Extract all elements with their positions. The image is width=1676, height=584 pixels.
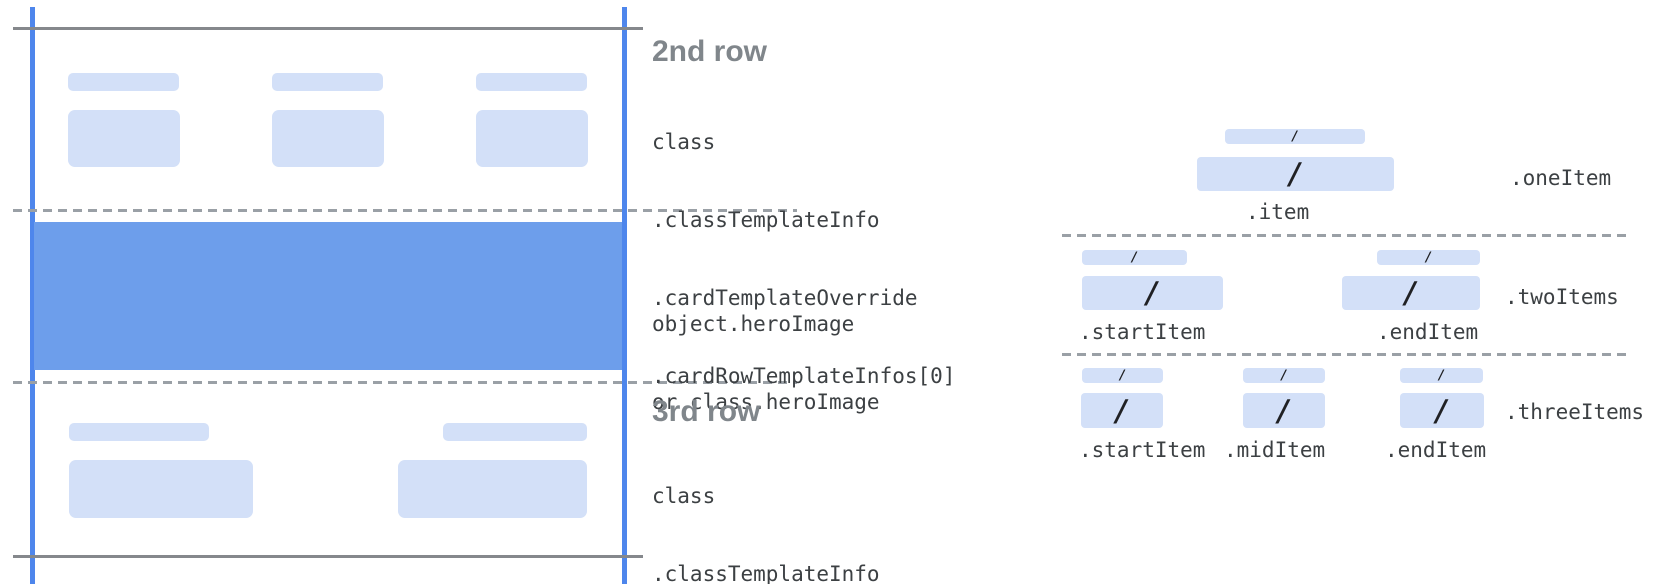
row3-item2-value-placeholder: [398, 460, 587, 518]
two-items-start-label-rect: /: [1082, 250, 1187, 265]
hero-row3-dashed-divider: [13, 381, 797, 384]
two-items-end-label-rect: /: [1377, 250, 1480, 265]
row2-code-line: .cardRowTemplateInfos[0]: [652, 364, 956, 388]
row2-item2-label-placeholder: [272, 73, 383, 91]
card-bottom-border: [13, 555, 643, 558]
row2-code-line: class: [652, 130, 716, 154]
slash-glyph: /: [1118, 368, 1127, 383]
two-three-dashed-divider: [1062, 353, 1628, 356]
slash-glyph: /: [1286, 157, 1305, 191]
three-items-mid-label-rect: /: [1243, 368, 1325, 383]
row2-item1-label-placeholder: [68, 73, 179, 91]
right-guide-line: [622, 7, 627, 584]
slash-glyph: /: [1143, 276, 1162, 310]
row2-item3-label-placeholder: [476, 73, 587, 91]
hero-code-line: or class.heroImage: [652, 390, 880, 414]
hero-image-block: [34, 222, 622, 370]
row3-heading: 3rd row: [652, 395, 761, 428]
row2-heading: 2nd row: [652, 35, 768, 68]
three-items-start-value-rect: /: [1081, 393, 1163, 428]
row3-code-line: class: [652, 484, 716, 508]
one-item-value-rect: /: [1197, 157, 1394, 191]
two-items-caption: .twoItems: [1505, 285, 1619, 309]
slash-glyph: /: [1437, 368, 1446, 383]
row3-code-block: class .classTemplateInfo .cardTemplateOv…: [652, 436, 955, 584]
left-guide-line: [30, 7, 35, 584]
three-items-mid-value-rect: /: [1243, 393, 1325, 428]
slash-glyph: /: [1280, 368, 1288, 383]
two-items-end-label: .endItem: [1377, 320, 1479, 344]
three-items-start-label-rect: /: [1082, 368, 1163, 383]
three-items-mid-label: .midItem: [1224, 438, 1326, 462]
two-items-end-value-rect: /: [1342, 276, 1480, 310]
slash-glyph: /: [1402, 276, 1420, 310]
slash-glyph: /: [1424, 250, 1433, 265]
card-top-border: [13, 27, 643, 30]
three-items-start-label: .startItem: [1079, 438, 1206, 462]
row3-item2-label-placeholder: [443, 423, 587, 441]
three-items-end-label-rect: /: [1400, 368, 1483, 383]
one-two-dashed-divider: [1062, 234, 1628, 237]
one-item-item-label: .item: [1246, 200, 1310, 224]
one-item-caption: .oneItem: [1510, 166, 1612, 190]
slash-glyph: /: [1291, 129, 1299, 144]
row3-item1-label-placeholder: [69, 423, 209, 441]
slash-glyph: /: [1275, 393, 1293, 428]
three-items-end-value-rect: /: [1400, 393, 1484, 428]
three-items-caption: .threeItems: [1505, 400, 1645, 424]
row2-code-line: .classTemplateInfo: [652, 208, 880, 232]
row2-code-line: .cardTemplateOverride: [652, 286, 918, 310]
two-items-start-value-rect: /: [1082, 276, 1223, 310]
slash-glyph: /: [1130, 250, 1139, 265]
hero-code-line: object.heroImage: [652, 312, 855, 336]
row2-item2-value-placeholder: [272, 110, 384, 167]
one-item-label-rect: /: [1225, 129, 1365, 144]
row2-code-block: class .classTemplateInfo .cardTemplateOv…: [652, 82, 955, 442]
hero-code-block: object.heroImage or class.heroImage: [652, 264, 880, 468]
slash-glyph: /: [1113, 393, 1131, 428]
slash-glyph: /: [1433, 393, 1451, 428]
row3-item1-value-placeholder: [69, 460, 253, 518]
row3-code-line: .classTemplateInfo: [652, 562, 880, 584]
row2-item3-value-placeholder: [476, 110, 588, 167]
row2-item1-value-placeholder: [68, 110, 180, 167]
two-items-start-label: .startItem: [1079, 320, 1206, 344]
row2-hero-dashed-divider: [13, 209, 797, 212]
three-items-end-label: .endItem: [1385, 438, 1487, 462]
